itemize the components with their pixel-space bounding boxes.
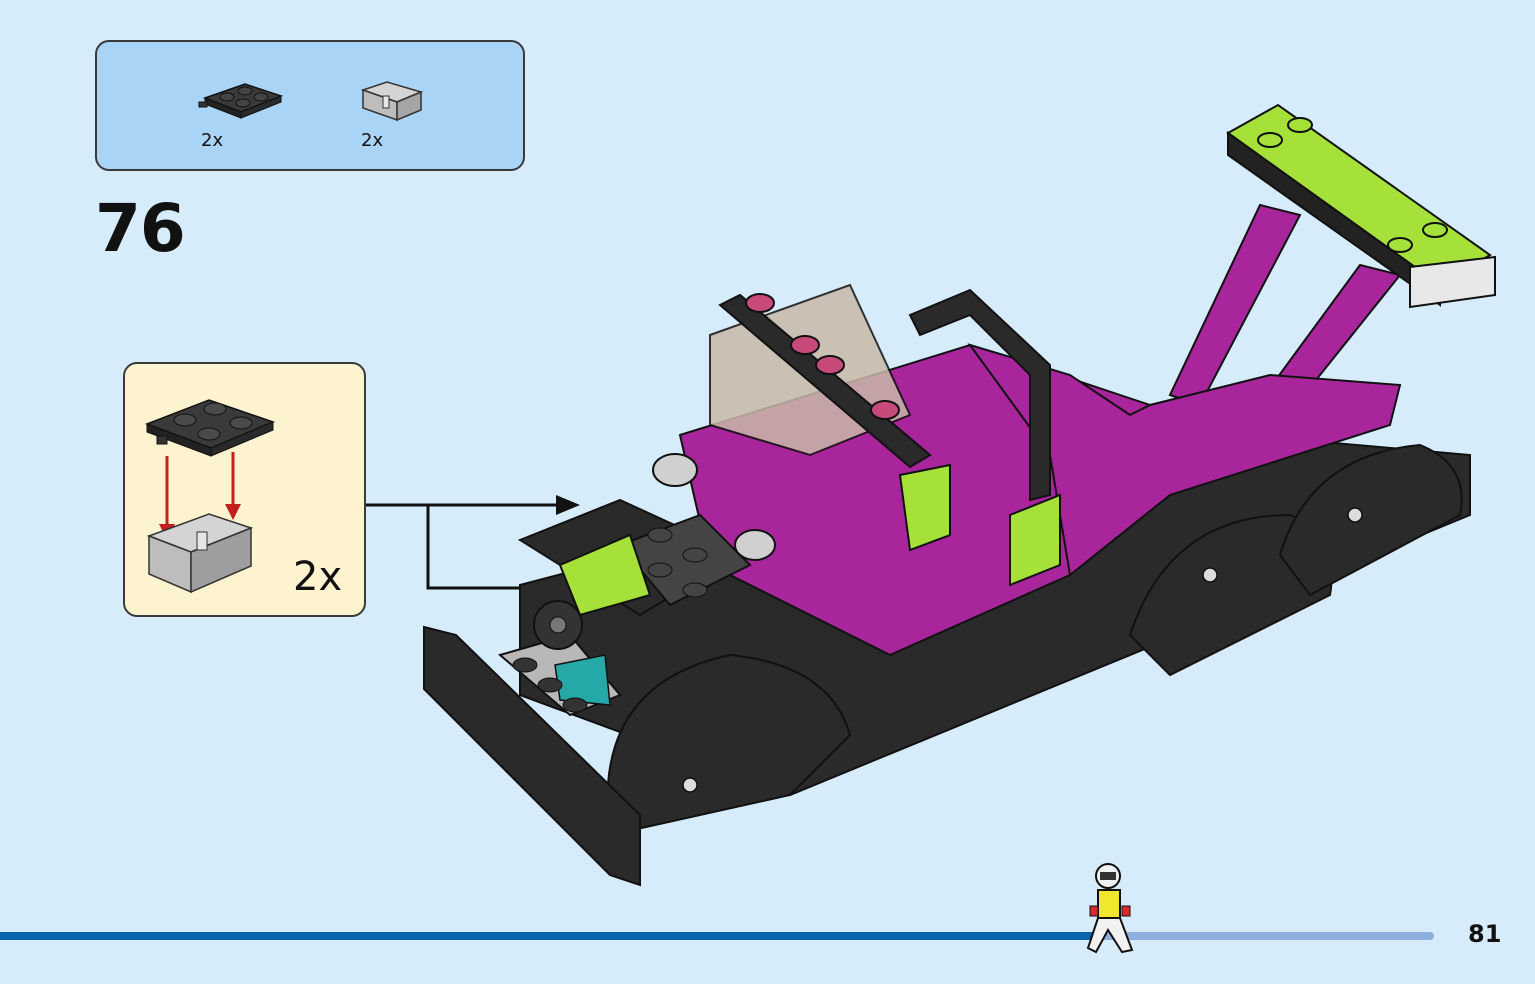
- sub-assembly-box: 2x: [123, 362, 366, 617]
- sub-assembly-quantity: 2x: [293, 554, 343, 600]
- hinge-bracket-icon: [360, 81, 424, 122]
- progress-bar-fill: [0, 932, 1104, 940]
- minifigure-progress-marker-icon: [1086, 863, 1134, 954]
- progress-bar-remaining: [1104, 932, 1434, 940]
- plate-2x2-with-pin-icon: [198, 83, 284, 119]
- vehicle-model-illustration: [423, 103, 1496, 887]
- parts-list-box: 2x 2x: [95, 40, 525, 171]
- parts-item-hinge: 2x: [357, 70, 457, 160]
- parts-item-quantity: 2x: [361, 130, 384, 151]
- parts-item-quantity: 2x: [201, 130, 224, 151]
- page-number: 81: [1468, 920, 1502, 948]
- parts-item-plate: 2x: [197, 70, 297, 160]
- step-number: 76: [95, 190, 186, 267]
- sub-assembly-diagram: [144, 399, 276, 594]
